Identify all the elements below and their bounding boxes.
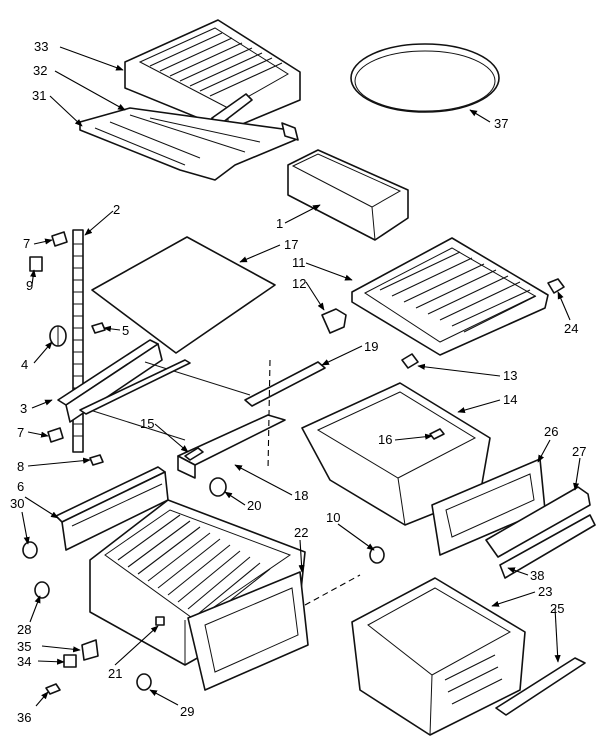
part-11-wire-shelf (351, 237, 549, 356)
part-20-clip (209, 477, 227, 497)
part-31-pan-frame (79, 107, 299, 181)
callout-11: 11 (292, 255, 306, 270)
callout-14: 14 (503, 392, 517, 407)
part-29-clip (136, 673, 152, 691)
part-17-glass-shelf (91, 236, 276, 354)
part-9-clip (29, 256, 43, 272)
callout-7-lower: 7 (17, 425, 24, 440)
part-36-screw (45, 683, 61, 695)
callout-36: 36 (17, 710, 31, 725)
callout-37: 37 (494, 116, 508, 131)
part-8-screw (89, 454, 104, 466)
callout-31: 31 (32, 88, 46, 103)
part-35-clip (81, 639, 99, 661)
part-37-disc (350, 43, 500, 113)
part-2-ladder-rail (72, 229, 84, 453)
callout-22: 22 (294, 525, 308, 540)
callout-10: 10 (326, 510, 340, 525)
part-7-clip-lower (47, 427, 64, 443)
callout-1: 1 (276, 216, 283, 231)
leader-lines (21, 46, 581, 707)
part-12-bracket (321, 308, 347, 334)
guide-line-1 (267, 359, 271, 471)
part-14-pan (301, 382, 491, 526)
part-15-clip (184, 447, 204, 461)
callout-3: 3 (20, 401, 27, 416)
callout-35: 35 (17, 639, 31, 654)
part-3-shelf-frame (57, 339, 286, 479)
part-19-rail (244, 361, 326, 407)
callout-9: 9 (26, 278, 33, 293)
callout-34: 34 (17, 654, 31, 669)
callout-2: 2 (113, 202, 120, 217)
callout-27: 27 (572, 444, 586, 459)
part-5-screw (91, 322, 106, 334)
part-25-handle (495, 657, 586, 716)
part-30-clip (22, 541, 38, 559)
part-33-snack-pan (124, 19, 301, 131)
callout-13: 13 (503, 368, 517, 383)
callout-26: 26 (544, 424, 558, 439)
part-7-clip-upper (51, 231, 68, 247)
callout-4: 4 (21, 357, 28, 372)
callout-20: 20 (247, 498, 261, 513)
callout-8: 8 (17, 459, 24, 474)
callout-25: 25 (550, 601, 564, 616)
callout-30: 30 (10, 496, 24, 511)
callout-5: 5 (122, 323, 129, 338)
part-4-cap (49, 325, 67, 347)
callout-labels: 33 32 31 37 1 2 7 9 17 11 12 24 5 4 19 1… (10, 39, 586, 725)
callout-6: 6 (17, 479, 24, 494)
part-6-rail (55, 466, 169, 551)
callout-18: 18 (294, 488, 308, 503)
callout-24: 24 (564, 321, 578, 336)
callout-32: 32 (33, 63, 47, 78)
callout-29: 29 (180, 704, 194, 719)
part-24-bracket (547, 278, 565, 294)
part-28-clip (34, 581, 50, 599)
part-10-clip (369, 546, 385, 564)
callout-21: 21 (108, 666, 122, 681)
part-1-small-bin (287, 149, 409, 241)
part-22-frame (187, 571, 309, 691)
part-23-lower-pan (351, 577, 526, 736)
callout-7-upper: 7 (23, 236, 30, 251)
callout-38: 38 (530, 568, 544, 583)
callout-19: 19 (364, 339, 378, 354)
guide-line-2 (304, 574, 361, 606)
part-13-bracket (401, 353, 419, 369)
callout-16: 16 (378, 432, 392, 447)
part-34-clip (63, 654, 77, 668)
callout-15: 15 (140, 416, 154, 431)
callout-17: 17 (284, 237, 298, 252)
callout-23: 23 (538, 584, 552, 599)
part-27-trim (485, 486, 591, 558)
callout-12: 12 (292, 276, 306, 291)
callout-33: 33 (34, 39, 48, 54)
part-38-trim (499, 514, 596, 579)
callout-28: 28 (17, 622, 31, 637)
